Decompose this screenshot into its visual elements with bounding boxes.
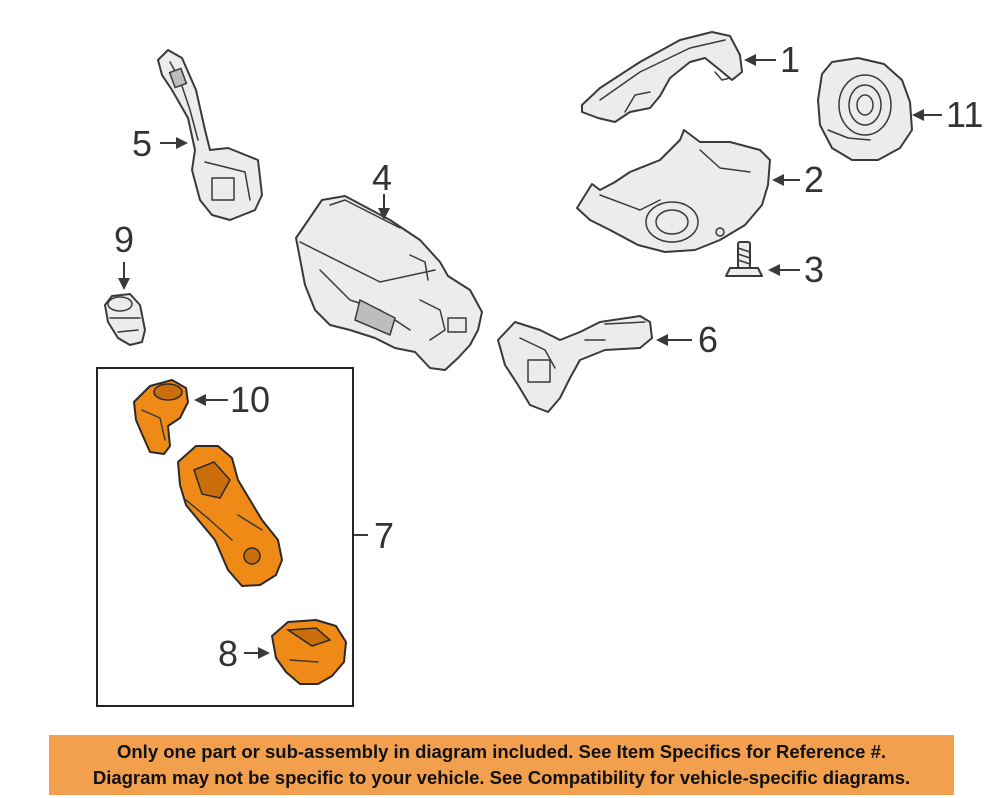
- part-11-clock-spring[interactable]: [817, 57, 913, 161]
- part-6-wiper-switch[interactable]: [497, 315, 653, 413]
- disclaimer-banner: Only one part or sub-assembly in diagram…: [49, 735, 954, 795]
- leader-2: [772, 174, 800, 186]
- part-1-upper-shroud[interactable]: [581, 31, 743, 123]
- leader-6: [656, 334, 692, 346]
- part-3-screw[interactable]: [725, 241, 763, 277]
- part-8-switch[interactable]: [271, 619, 347, 685]
- callout-8: 8: [218, 633, 238, 674]
- disclaimer-line-2: Diagram may not be specific to your vehi…: [92, 767, 911, 788]
- callout-11: 11: [946, 94, 983, 135]
- callout-1: 1: [780, 39, 800, 80]
- leader-8: [244, 647, 270, 659]
- callout-3: 3: [804, 249, 824, 290]
- callout-10: 10: [230, 379, 270, 420]
- part-5-turn-signal-switch[interactable]: [157, 49, 263, 221]
- callout-4: 4: [372, 157, 392, 198]
- parts-diagram: 1 2 3 4 5 6 7 8 9 10 11: [96, 31, 983, 707]
- subassembly-7-box: [96, 367, 354, 707]
- part-9-lock-cylinder[interactable]: [104, 293, 146, 346]
- part-10-bracket[interactable]: [133, 379, 189, 455]
- callout-9: 9: [114, 219, 134, 260]
- callout-6: 6: [698, 319, 718, 360]
- disclaimer-line-1: Only one part or sub-assembly in diagram…: [116, 741, 886, 762]
- part-7-ignition-switch-assembly[interactable]: [177, 445, 283, 587]
- leader-3: [768, 264, 800, 276]
- leader-5: [160, 137, 188, 149]
- part-4-column-housing[interactable]: [295, 195, 483, 371]
- leader-10: [194, 394, 228, 406]
- callout-5: 5: [132, 123, 152, 164]
- leader-4: [378, 194, 390, 220]
- callout-2: 2: [804, 159, 824, 200]
- callout-7: 7: [374, 515, 394, 556]
- leader-1: [744, 54, 776, 66]
- leader-9: [118, 262, 130, 290]
- part-2-lower-shroud[interactable]: [576, 129, 771, 253]
- leader-11: [912, 109, 942, 121]
